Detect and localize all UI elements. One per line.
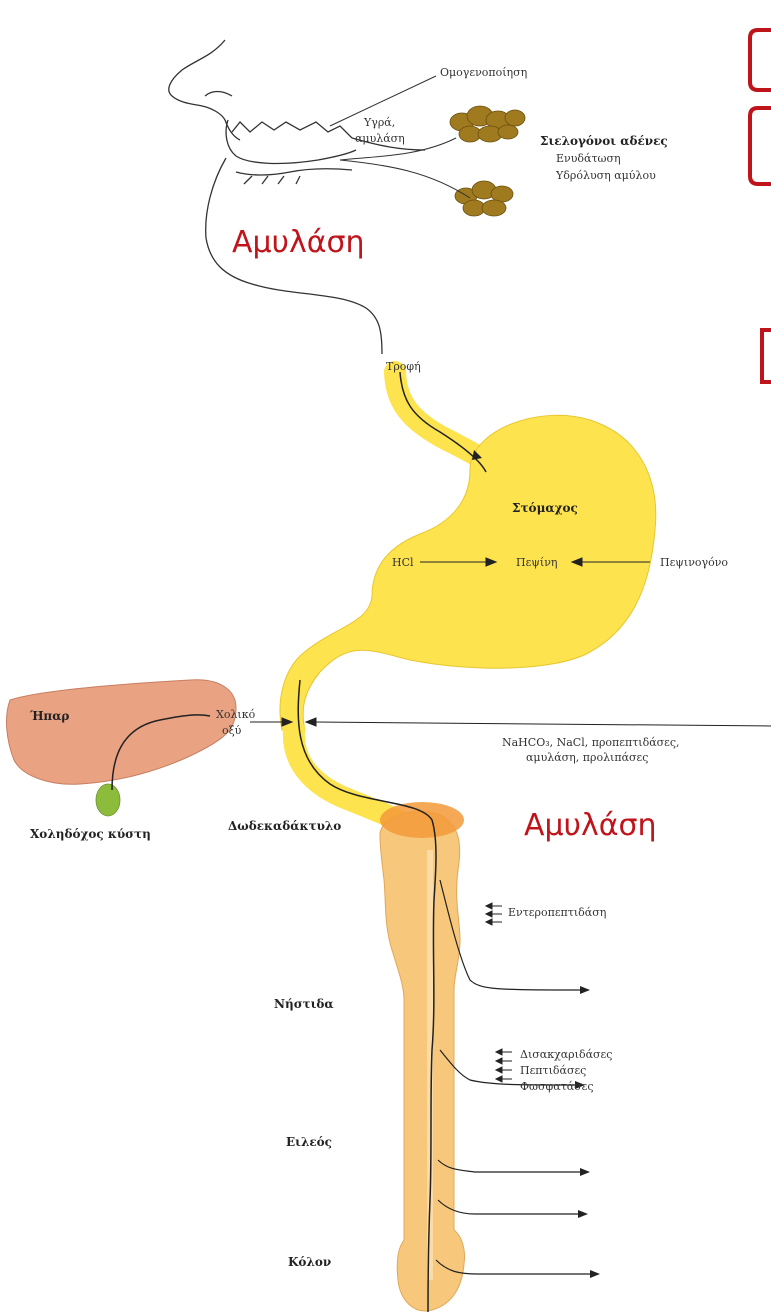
label-stomach: Στόμαχος xyxy=(512,501,578,515)
label-pancreatic-line2: αμυλάση, προλιπάσες xyxy=(526,751,648,764)
gallbladder-shape xyxy=(96,784,120,816)
label-hcl: HCl xyxy=(392,556,414,569)
label-pepsin: Πεψίνη xyxy=(516,556,558,569)
label-food: Τροφή xyxy=(386,360,421,373)
liver-shape xyxy=(7,680,236,784)
label-jejunum: Νήστιδα xyxy=(274,997,334,1011)
label-ileum: Ειλεός xyxy=(286,1135,332,1149)
head-profile-outline xyxy=(169,40,425,354)
label-colon: Κόλον xyxy=(288,1255,331,1269)
salivary-gland-upper xyxy=(450,106,525,142)
label-starch-hydrolysis: Υδρόλυση αμύλου xyxy=(555,169,656,182)
label-peptidases: Πεπτιδάσες xyxy=(520,1064,586,1077)
label-liver: Ήπαρ xyxy=(29,709,69,723)
label-homogenization: Ομογενοποίηση xyxy=(440,66,527,79)
label-bile-line2: οξύ xyxy=(222,724,242,737)
annotation-amylase-bottom: Αμυλάση xyxy=(524,808,657,843)
label-phosphatases: Φωσφατάσες xyxy=(520,1080,594,1093)
label-duodenum: Δωδεκαδάκτυλο xyxy=(228,819,341,833)
label-hydration: Ενυδάτωση xyxy=(556,152,621,165)
enzyme-arrows xyxy=(486,903,512,1082)
label-enteropeptidase: Εντεροπεπτιδάση xyxy=(508,906,606,919)
intestine-body xyxy=(380,811,465,1311)
label-pancreatic-line1: NaHCO₃, NaCl, προπεπτιδάσες, xyxy=(502,736,680,749)
label-salivary-glands: Σιελογόνοι αδένες xyxy=(540,134,668,148)
label-pepsinogen: Πεψινογόνο xyxy=(660,556,728,569)
label-gallbladder: Χοληδόχος κύστη xyxy=(30,827,151,841)
salivary-gland-lower xyxy=(455,181,513,216)
duodenum-cap xyxy=(380,802,464,838)
secretion-arrows xyxy=(250,718,771,726)
label-bile-line1: Χολικό xyxy=(216,708,256,721)
label-moist-line1: Υγρά, xyxy=(363,116,395,129)
label-disaccharidases: Δισακχαριδάσες xyxy=(520,1048,612,1061)
red-bracket-marks xyxy=(750,30,771,382)
label-moist-line2: αμυλάση xyxy=(355,132,405,145)
annotation-amylase-top: Αμυλάση xyxy=(232,225,365,260)
